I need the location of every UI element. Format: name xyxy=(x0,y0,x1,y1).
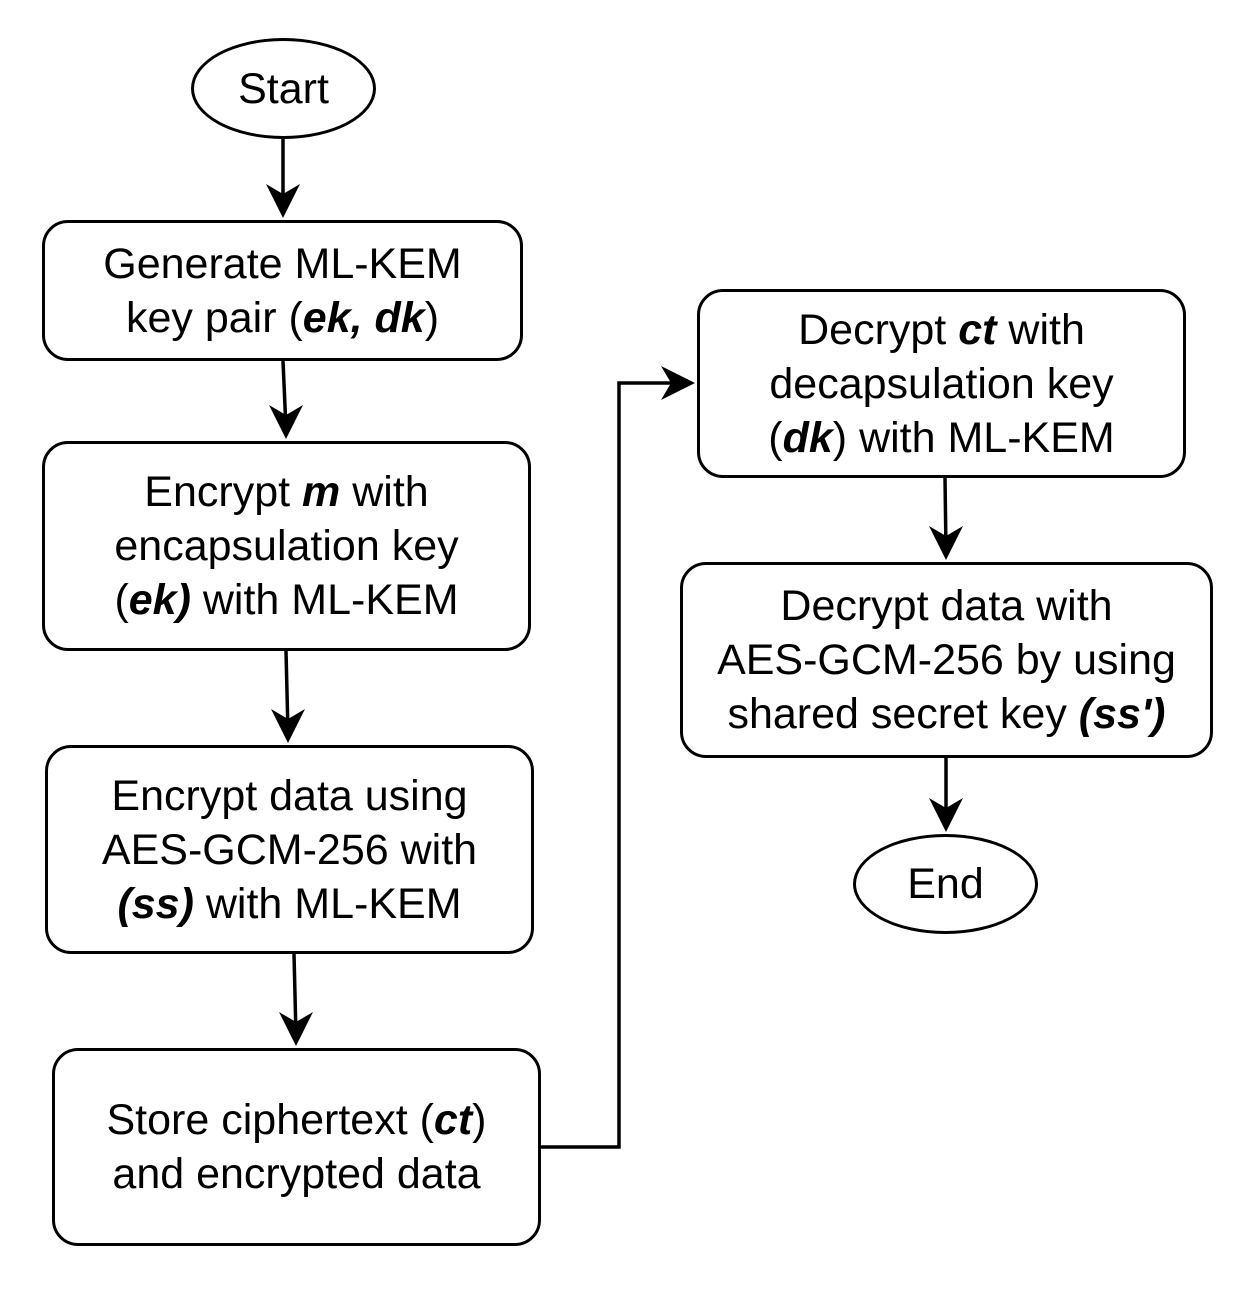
node-text-line: Encrypt m with xyxy=(114,465,458,519)
node-text-line: Decrypt ct with xyxy=(768,303,1114,357)
emphasized-term: ct xyxy=(958,305,997,354)
start-node: Start xyxy=(191,38,376,139)
node-text: with xyxy=(996,305,1085,354)
node-text-line: Store ciphertext (ct) xyxy=(107,1093,487,1147)
end-node: End xyxy=(853,834,1038,934)
node-text: ) xyxy=(424,293,440,342)
node-text: ) with ML-KEM xyxy=(832,413,1115,462)
node-text: encapsulation key xyxy=(114,522,459,570)
arrowhead-icon xyxy=(271,709,305,743)
node-text-line: AES-GCM-256 with xyxy=(102,823,477,877)
node-text-line: shared secret key (ss') xyxy=(717,687,1176,741)
node-text: AES-GCM-256 with xyxy=(101,825,478,874)
node-text: ( xyxy=(768,413,783,462)
node-text-line: (ss) with ML-KEM xyxy=(102,877,477,931)
node-text-line: and encrypted data xyxy=(107,1147,487,1201)
node-text-line: (ek) with ML-KEM xyxy=(114,573,458,627)
emphasized-term: (ss) xyxy=(117,879,194,928)
store-ciphertext-node: Store ciphertext (ct)and encrypted data xyxy=(52,1048,541,1246)
node-text: ) xyxy=(472,1096,487,1144)
arrowhead-icon xyxy=(266,184,300,218)
node-text: Encrypt data using xyxy=(111,771,468,820)
arrowhead-icon xyxy=(279,1012,313,1046)
emphasized-term: dk xyxy=(782,413,833,462)
emphasized-term: ek) xyxy=(128,576,191,624)
node-text: with ML-KEM xyxy=(190,576,459,624)
arrowhead-icon xyxy=(929,798,963,832)
arrowhead-icon xyxy=(661,366,695,400)
node-text: End xyxy=(907,860,984,908)
emphasized-term: ek, dk xyxy=(302,293,425,342)
emphasized-term: (ss') xyxy=(1078,690,1166,738)
node-text: AES-GCM-256 by using xyxy=(717,636,1176,684)
node-text: Decrypt data with xyxy=(780,582,1113,630)
node-text-line: Decrypt data with xyxy=(717,579,1176,633)
node-text: Start xyxy=(238,64,329,113)
node-text-line: key pair (ek, dk) xyxy=(103,291,461,345)
node-text: and encrypted data xyxy=(112,1150,481,1198)
node-text-line: AES-GCM-256 by using xyxy=(717,633,1176,687)
node-text-line: encapsulation key xyxy=(114,519,458,573)
emphasized-term: ct xyxy=(433,1096,473,1144)
node-text: Store ciphertext ( xyxy=(106,1096,434,1144)
node-text-line: Generate ML-KEM xyxy=(103,237,461,291)
edge-store-ct-to-decrypt-ct xyxy=(541,381,685,1149)
node-text-line: End xyxy=(907,857,984,911)
node-text-line: Encrypt data using xyxy=(102,769,477,823)
node-text: key pair ( xyxy=(125,293,303,342)
node-text: Encrypt xyxy=(144,468,303,516)
node-text-line: (dk) with ML-KEM xyxy=(768,411,1114,465)
node-text-line: decapsulation key xyxy=(768,357,1114,411)
node-text: with ML-KEM xyxy=(193,879,462,928)
arrowhead-icon xyxy=(269,405,303,439)
node-text: shared secret key xyxy=(727,690,1079,738)
emphasized-term: m xyxy=(302,468,341,516)
node-text: Decrypt xyxy=(798,305,959,354)
node-text: Generate ML-KEM xyxy=(103,239,462,288)
arrowhead-icon xyxy=(929,526,963,560)
node-text: with xyxy=(340,468,429,516)
node-text: decapsulation key xyxy=(769,359,1114,408)
node-text-line: Start xyxy=(238,62,329,116)
node-text: ( xyxy=(114,576,129,624)
